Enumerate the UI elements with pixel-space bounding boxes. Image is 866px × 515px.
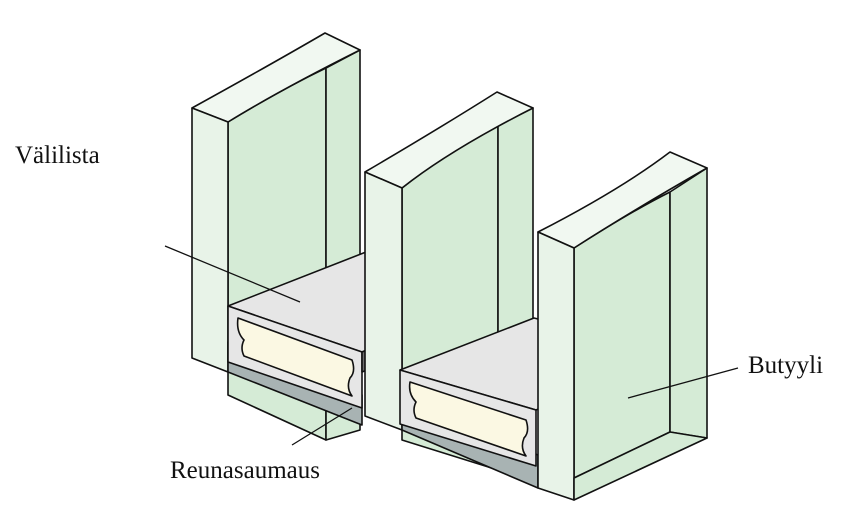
pane-3-top-edge [537, 151, 708, 249]
label-butyl: Butyyli [748, 352, 823, 379]
pane-3-side [669, 167, 708, 439]
pane-3-front [537, 231, 575, 501]
pane-1-top-edge [191, 32, 361, 123]
pane-2-front [364, 171, 403, 431]
label-spacer: Välilista [15, 142, 100, 169]
butyl-leader [627, 367, 739, 399]
pane-3-bottom-edge [573, 431, 708, 501]
pane-2-top-edge [364, 91, 534, 189]
glass-pane-3 [537, 151, 708, 501]
leader-lines [164, 245, 739, 446]
spacer-leader [164, 245, 301, 303]
pane-1-front [191, 107, 229, 373]
label-edge-seal: Reunasaumaus [170, 457, 320, 484]
edge-seal-leader [291, 407, 353, 446]
spacer-1-core [236, 317, 355, 397]
spacer-2-core [408, 381, 529, 457]
